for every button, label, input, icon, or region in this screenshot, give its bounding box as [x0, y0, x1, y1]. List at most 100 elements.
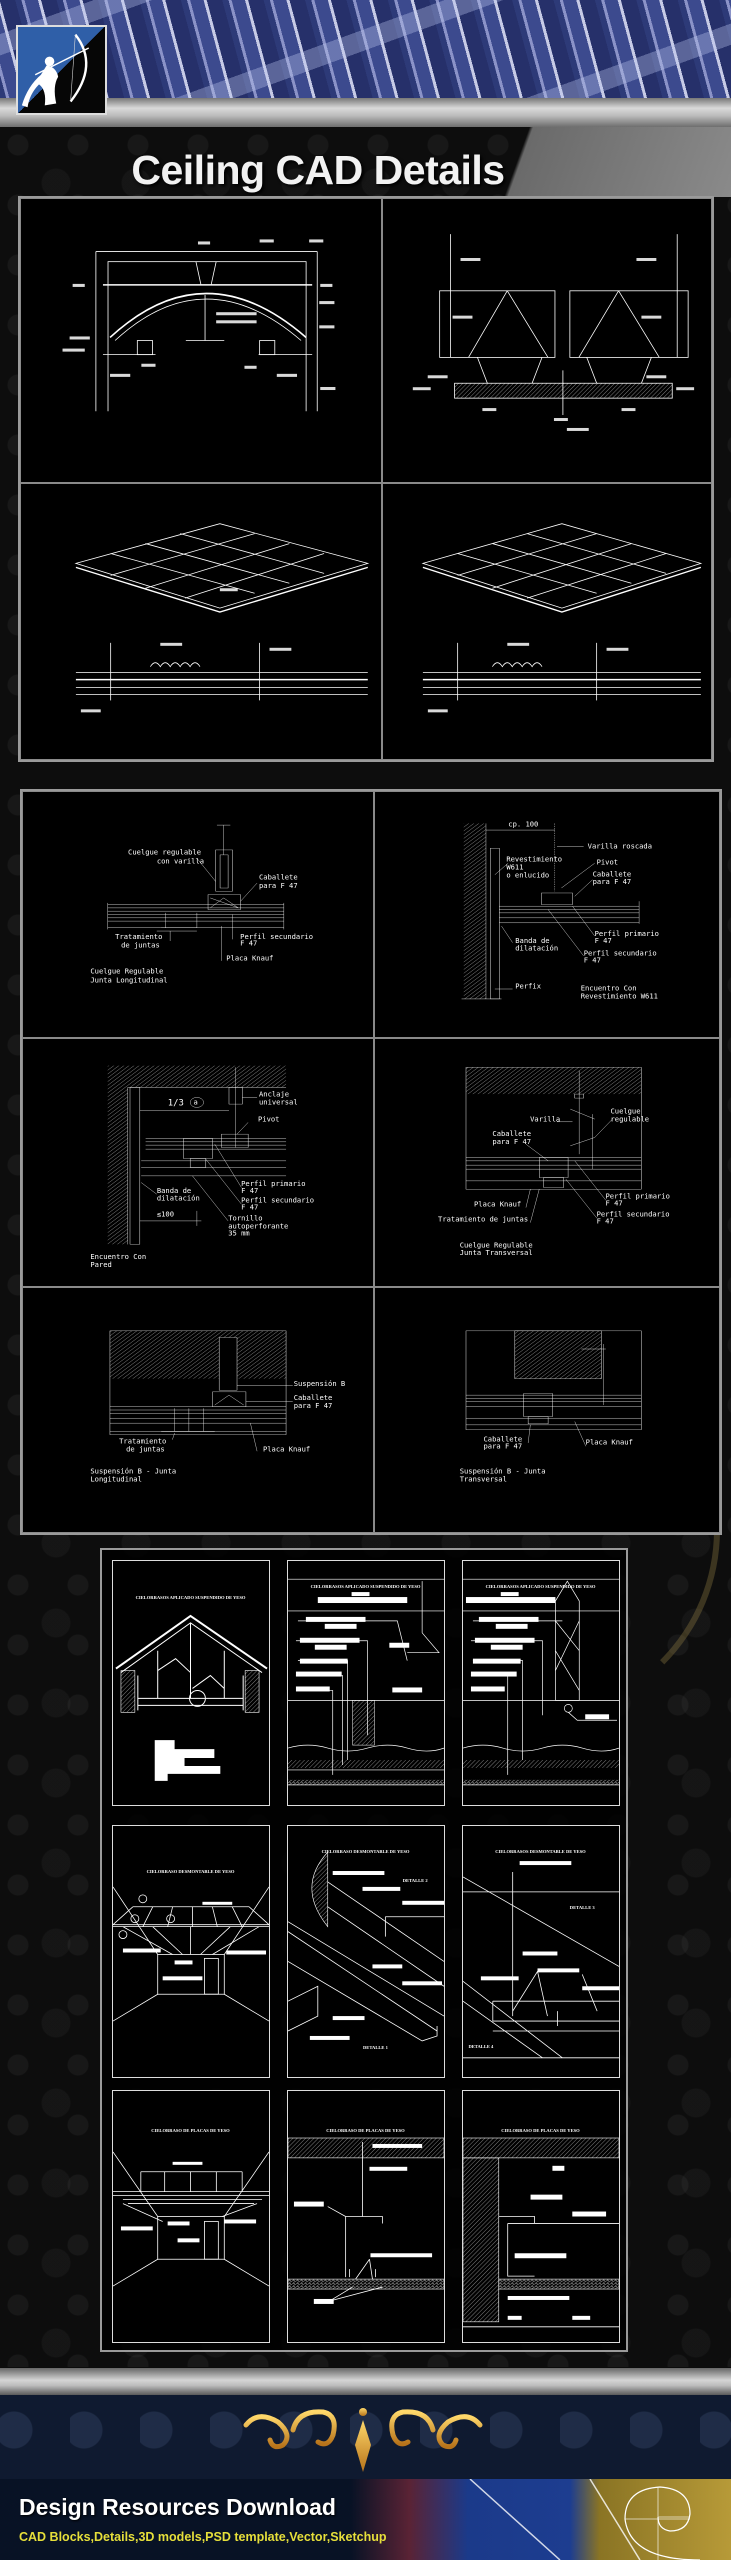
page-title: Ceiling CAD Details: [131, 147, 505, 193]
label: F 47: [597, 1217, 614, 1226]
label: de juntas: [121, 941, 160, 950]
label: Cuelgue: [610, 1106, 640, 1115]
gold-flourish-icon: [243, 2408, 483, 2472]
sheet-title: CIELORRASO DE PLACAS DE YESO: [326, 2128, 405, 2133]
dimension-circle-label: a: [194, 1097, 198, 1106]
label: Placa Knauf: [263, 1445, 310, 1454]
sheet-title: CIELORRASOS APLICADO SUSPENDIDO DE YESO: [486, 1584, 596, 1589]
label: W611: [506, 862, 523, 871]
sheet-plaster-perspective: CIELORRASO DE PLACAS DE YESO: [112, 2090, 270, 2343]
detail-label: DETALLE 3: [570, 1905, 596, 1910]
label: para F 47: [492, 1137, 531, 1146]
caption: Encuentro Con: [90, 1252, 146, 1261]
label: autoperforante: [228, 1221, 288, 1230]
sheet-plaster-section-a: CIELORRASO DE PLACAS DE YESO: [287, 2090, 445, 2343]
label: Perfil primario: [606, 1192, 670, 1201]
metal-bar: [0, 98, 731, 127]
label: F 47: [241, 1203, 258, 1212]
arch-ceiling-detail: [20, 198, 382, 483]
footer-banner: [0, 2479, 731, 2560]
label: Banda de: [515, 936, 549, 945]
sheet-title: CIELORRASOS DESMONTABLE DE YESO: [495, 1849, 586, 1854]
label: Perfil secundario: [240, 932, 313, 941]
label: Placa Knauf: [474, 1200, 521, 1209]
label: dilatación: [157, 1194, 200, 1203]
label: Placa Knauf: [226, 954, 273, 963]
label: de juntas: [126, 1445, 165, 1454]
golden-spiral-icon: [469, 2479, 701, 2560]
caption: Revestimiento W611: [581, 991, 658, 1000]
sheet-title: CIELORRASOS APLICADO SUSPENDIDO DE YESO: [136, 1595, 246, 1600]
label: Caballete: [593, 869, 632, 878]
grid-ceiling-isometric-left: [20, 483, 382, 760]
caption: Junta Longitudinal: [90, 975, 167, 984]
label: Caballete: [294, 1393, 333, 1402]
label: Tornillo: [228, 1214, 262, 1223]
label: para F 47: [593, 877, 632, 886]
footer-metal-bar: [0, 2368, 731, 2395]
detail-cuelgue-longitudinal: Cuelgue regulable con varilla Caballete …: [22, 791, 374, 1038]
sheet-suspended-section-a: CIELORRASOS APLICADO SUSPENDIDO DE YESO: [287, 1560, 445, 1806]
cad-panel-bottom: CIELORRASOS APLICADO SUSPENDIDO DE YESO …: [100, 1548, 628, 2352]
footer-title: Design Resources Download: [19, 2494, 336, 2520]
cad-panel-middle: Cuelgue regulable con varilla Caballete …: [20, 789, 722, 1535]
label: Caballete: [484, 1435, 523, 1444]
label: F 47: [240, 939, 257, 948]
triangular-hanger-detail: [382, 198, 712, 483]
detail-label: DETALLE 1: [363, 2045, 389, 2050]
dimension: ≤100: [157, 1210, 174, 1219]
footer-ornament-band: [0, 2395, 731, 2479]
label: Placa Knauf: [586, 1438, 633, 1447]
label: Suspensión B: [294, 1379, 345, 1388]
label: Anclaje: [259, 1090, 289, 1099]
sheet-title: CIELORRASO DE PLACAS DE YESO: [501, 2128, 580, 2133]
header-steel-photo: [0, 0, 731, 98]
label: Cuelgue regulable: [128, 847, 201, 856]
caption: Cuelgue Regulable: [460, 1240, 533, 1249]
caption: Cuelgue Regulable: [90, 967, 163, 976]
detail-suspension-longitudinal: Suspensión B Caballete para F 47 Tratami…: [22, 1287, 374, 1533]
label: con varilla: [157, 856, 204, 865]
sheet-title: CIELORRASO DE PLACAS DE YESO: [151, 2128, 230, 2133]
detail-encuentro-pared: Anclaje universal 1/3 a Pivot Perfil pri…: [22, 1038, 374, 1287]
label: regulable: [610, 1114, 649, 1123]
label: Caballete: [259, 872, 298, 881]
label: F 47: [595, 936, 612, 945]
label: F 47: [606, 1199, 623, 1208]
label: Pivot: [597, 857, 618, 866]
label: Perfix: [515, 981, 541, 990]
label: Tratamiento: [115, 932, 162, 941]
sheet-plaster-section-b: CIELORRASO DE PLACAS DE YESO: [462, 2090, 620, 2343]
grid-ceiling-isometric-right: [382, 483, 712, 760]
label: F 47: [241, 1186, 258, 1195]
label: Perfil primario: [595, 929, 659, 938]
label: o enlucido: [506, 870, 549, 879]
detail-encuentro-revestimiento: cp. 100 Varilla roscada Revestimiento W6…: [374, 791, 720, 1038]
label: Tratamiento: [119, 1437, 166, 1446]
caption: Suspensión B - Junta: [460, 1466, 546, 1475]
sheet-removable-detail-b: CIELORRASOS DESMONTABLE DE YESO DETALLE …: [462, 1825, 620, 2078]
label: Perfil secundario: [597, 1210, 670, 1219]
cad-panel-top: [18, 196, 714, 762]
label: Varilla: [530, 1114, 560, 1123]
caption: Encuentro Con: [581, 983, 637, 992]
label: Perfil secundario: [241, 1196, 314, 1205]
caption: Pared: [90, 1260, 111, 1269]
label: Banda de: [157, 1186, 191, 1195]
caption: Transversal: [460, 1474, 507, 1483]
archer-logo-icon: [16, 25, 107, 115]
caption: Longitudinal: [90, 1474, 141, 1483]
detail-label: DETALLE 2: [403, 1878, 429, 1883]
sheet-removable-perspective: CIELORRASO DESMONTABLE DE YESO: [112, 1825, 270, 2078]
label: para F 47: [484, 1442, 523, 1451]
detail-suspension-transversal: Caballete para F 47 Placa Knauf Suspensi…: [374, 1287, 720, 1533]
sheet-title: CIELORRASO DESMONTABLE DE YESO: [147, 1869, 235, 1874]
caption: Suspensión B - Junta: [90, 1466, 176, 1475]
title-band: [0, 127, 731, 197]
sheet-title: CIELORRASOS APLICADO SUSPENDIDO DE YESO: [311, 1584, 421, 1589]
detail-label: DETALLE 4: [468, 2044, 494, 2049]
label: dilatación: [515, 944, 558, 953]
label: Caballete: [492, 1129, 531, 1138]
label: Tratamiento de juntas: [438, 1215, 528, 1224]
footer-subtitle: CAD Blocks,Details,3D models,PSD templat…: [19, 2530, 387, 2544]
